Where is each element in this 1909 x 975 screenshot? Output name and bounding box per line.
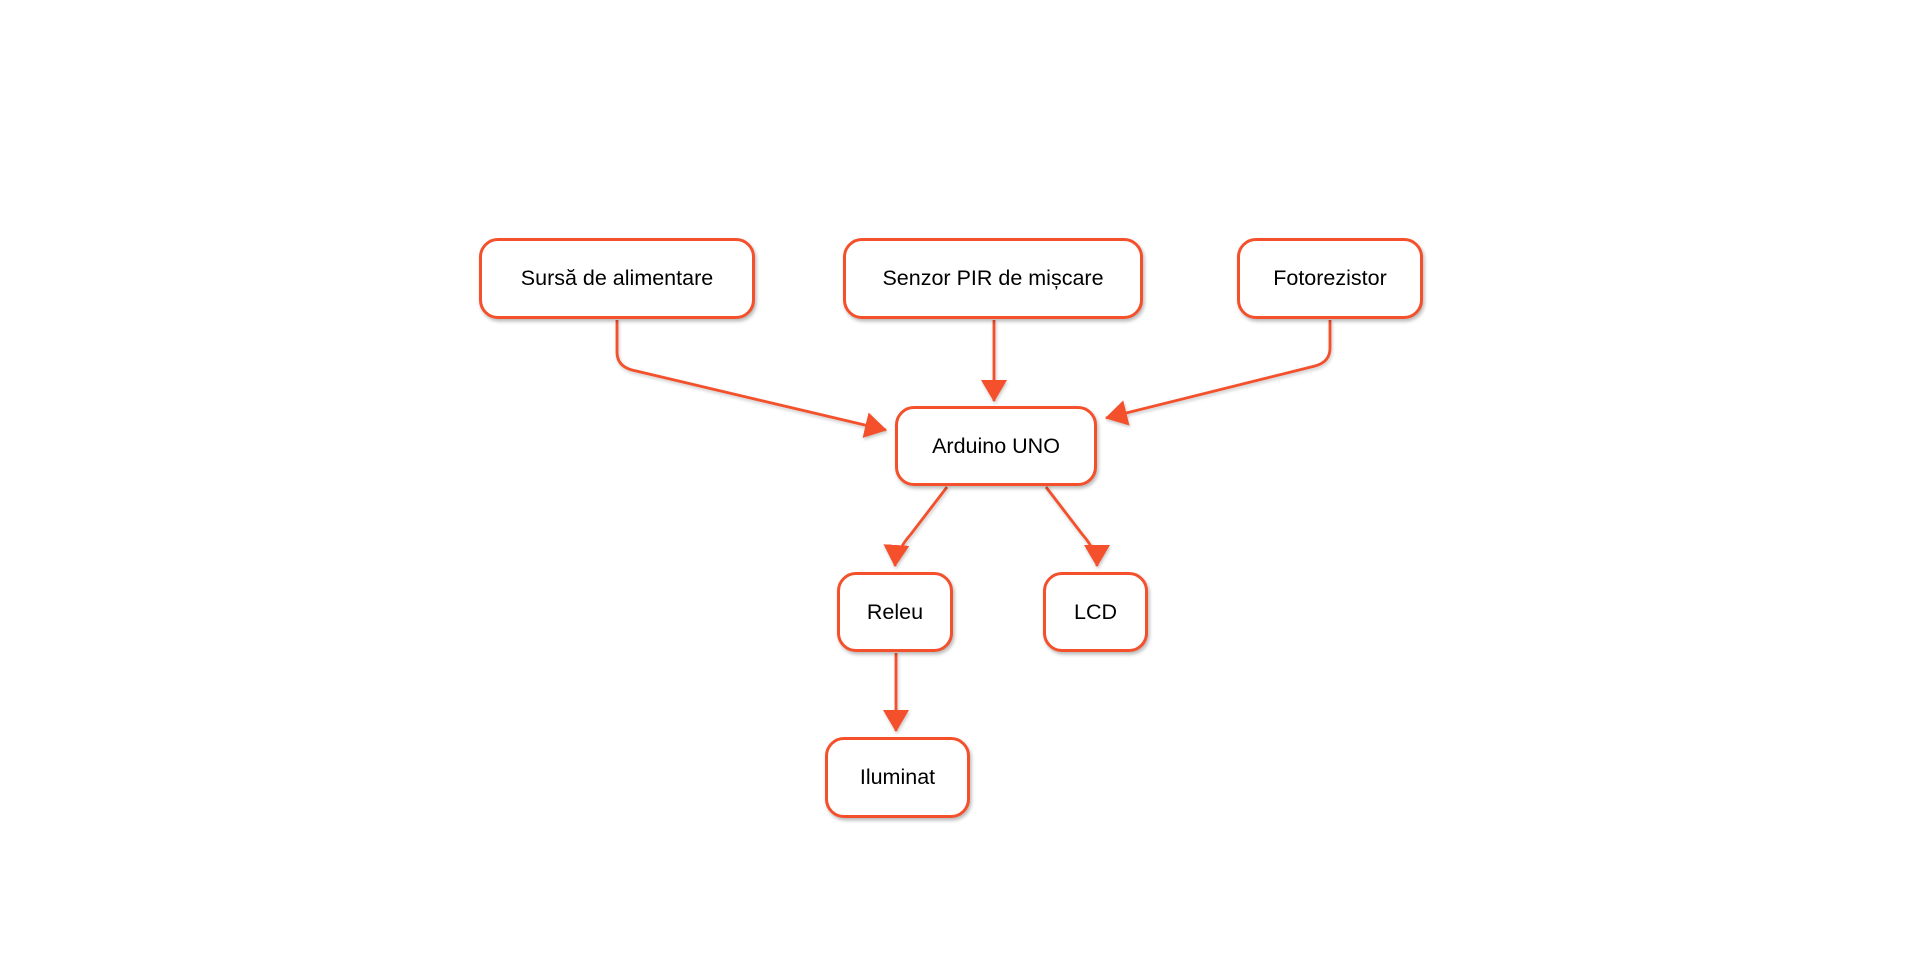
edge-arduino-to-releu — [883, 486, 949, 567]
node-arduino-uno[interactable]: Arduino UNO — [895, 406, 1097, 486]
edge-fotorezistor-to-arduino — [1105, 320, 1332, 426]
node-label: Fotorezistor — [1273, 266, 1387, 290]
node-senzor-pir-de-miscare[interactable]: Senzor PIR de mișcare — [843, 238, 1143, 319]
node-label: Arduino UNO — [932, 433, 1060, 458]
edge-arduino-to-lcd — [1044, 486, 1110, 567]
node-iluminat[interactable]: Iluminat — [825, 737, 970, 818]
node-label: LCD — [1073, 599, 1117, 624]
node-sursa-de-alimentare[interactable]: Sursă de alimentare — [479, 238, 755, 319]
node-label: Sursă de alimentare — [520, 266, 714, 290]
node-releu[interactable]: Releu — [837, 572, 953, 652]
edge-sursa-to-arduino — [615, 320, 887, 438]
node-lcd[interactable]: LCD — [1043, 572, 1148, 652]
node-fotorezistor[interactable]: Fotorezistor — [1237, 238, 1423, 319]
node-label: Releu — [866, 599, 924, 624]
node-label: Senzor PIR de mișcare — [882, 266, 1104, 290]
node-label: Iluminat — [859, 765, 936, 789]
